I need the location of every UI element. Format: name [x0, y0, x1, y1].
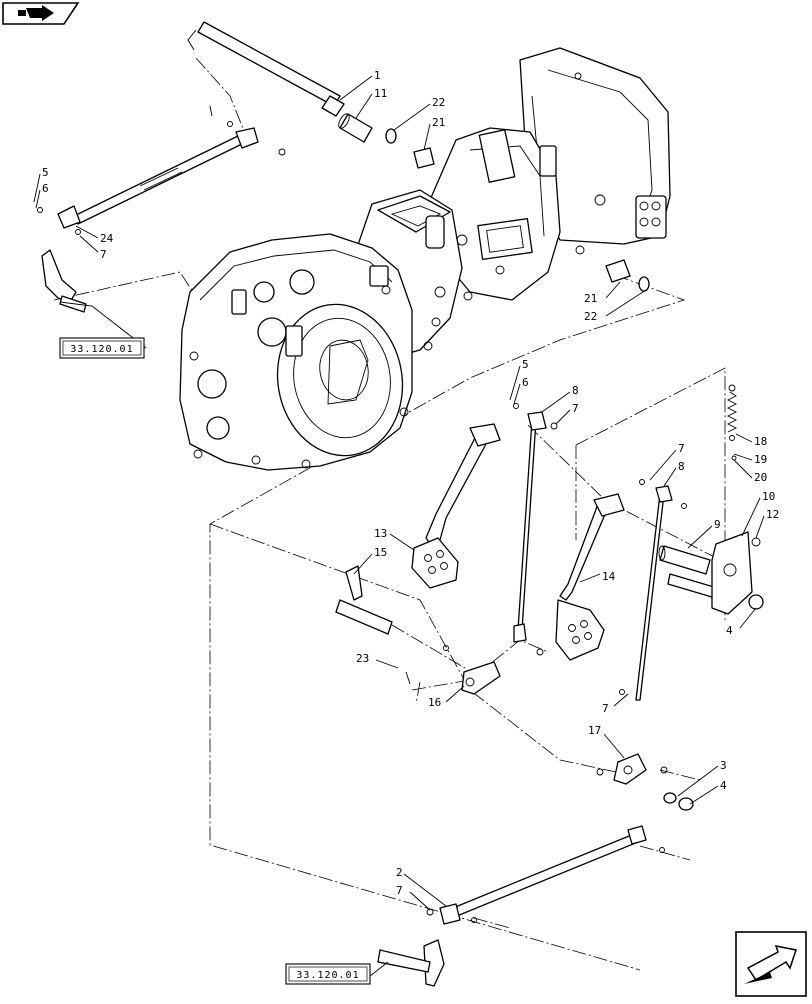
callout-6-middle: 6 — [522, 376, 529, 389]
callout-20: 20 — [754, 471, 767, 484]
callout-2: 2 — [396, 866, 403, 879]
brake-rod-8-right — [619, 479, 687, 701]
bracket-10 — [711, 531, 761, 615]
callout-7-lower: 7 — [602, 702, 609, 715]
callout-15: 15 — [374, 546, 387, 559]
callout-7-right: 7 — [678, 442, 685, 455]
callout-3: 3 — [720, 759, 727, 772]
next-page-icon[interactable] — [735, 931, 807, 997]
callout-1: 1 — [374, 69, 381, 82]
washer-4-upper — [748, 594, 764, 610]
callout-14: 14 — [602, 570, 616, 583]
leader-lines — [33, 75, 765, 977]
callout-9: 9 — [714, 518, 721, 531]
callout-22-lower: 22 — [584, 310, 597, 323]
callout-4-upper: 4 — [726, 624, 733, 637]
seal-22-upper — [385, 128, 397, 144]
reference-label-upper: 33.120.01 — [70, 344, 133, 355]
callout-19: 19 — [754, 453, 767, 466]
reference-label-lower: 33.120.01 — [296, 970, 359, 981]
brake-rod-8-left — [513, 403, 558, 656]
callout-11: 11 — [374, 87, 387, 100]
reference-box-lower[interactable]: 33.120.01 — [285, 963, 371, 985]
callouts: 1 11 22 21 5 6 24 7 21 22 5 6 8 7 18 19 … — [42, 69, 779, 897]
callout-8-right: 8 — [678, 460, 685, 473]
bushing-21-upper — [413, 147, 435, 169]
pivot-lever-15 — [335, 565, 393, 635]
callout-16: 16 — [428, 696, 441, 709]
callout-4-lower: 4 — [720, 779, 727, 792]
brake-pedal-13 — [411, 423, 501, 589]
lower-lever-arm — [377, 939, 445, 987]
transmission-housing — [179, 47, 671, 471]
seal-22-lower — [638, 276, 650, 292]
callout-21-upper: 21 — [432, 116, 445, 129]
callout-7-middle: 7 — [572, 402, 579, 415]
callout-21-lower: 21 — [584, 292, 597, 305]
callout-7-bottom: 7 — [396, 884, 403, 897]
cross-shaft — [187, 21, 345, 117]
reference-box-upper[interactable]: 33.120.01 — [59, 337, 145, 359]
callout-8-left: 8 — [572, 384, 579, 397]
callout-18: 18 — [754, 435, 767, 448]
callout-7-upper: 7 — [100, 248, 107, 261]
callout-5-middle: 5 — [522, 358, 529, 371]
callout-10: 10 — [762, 490, 775, 503]
lower-linkage-rod — [426, 825, 665, 925]
callout-12: 12 — [766, 508, 779, 521]
callout-13: 13 — [374, 527, 387, 540]
previous-page-icon[interactable] — [2, 2, 80, 25]
lever-17 — [596, 753, 668, 785]
callout-17: 17 — [588, 724, 601, 737]
washer-3 — [663, 792, 677, 804]
cross-shaft-9 — [658, 545, 725, 601]
upper-linkage-rod — [37, 105, 286, 235]
callout-6-upper: 6 — [42, 182, 49, 195]
callout-22-upper: 22 — [432, 96, 445, 109]
bellcrank-16 — [405, 645, 501, 695]
callout-23: 23 — [356, 652, 369, 665]
washer-4-lower — [678, 797, 694, 811]
bushing-11 — [338, 113, 373, 143]
bushing-21-lower — [605, 259, 631, 283]
spring-18 — [726, 384, 738, 461]
brake-pedal-14 — [555, 493, 625, 661]
callout-24: 24 — [100, 232, 114, 245]
callout-5-upper: 5 — [42, 166, 49, 179]
